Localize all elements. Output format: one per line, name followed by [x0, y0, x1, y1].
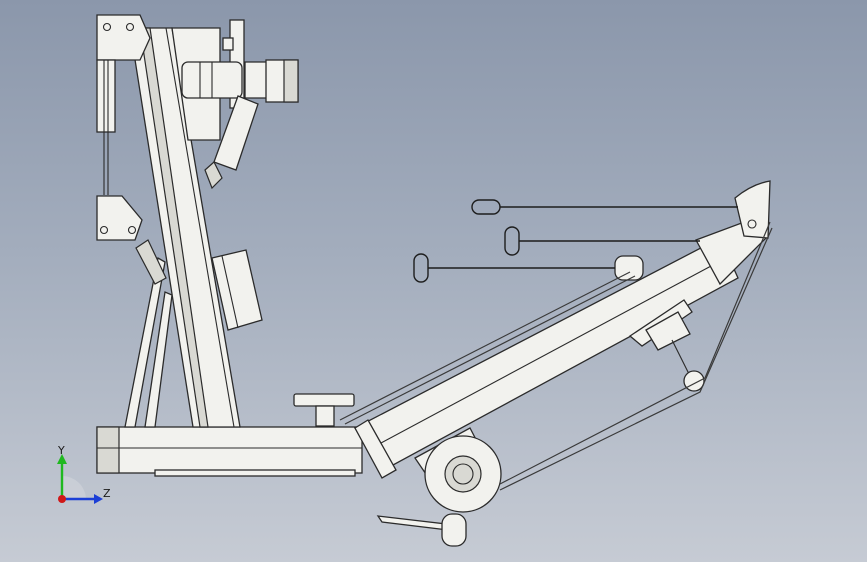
column-motor-block[interactable]	[211, 249, 263, 331]
base-rail[interactable]	[96, 426, 363, 477]
triad-z-label: Z	[103, 487, 111, 500]
top-bracket[interactable]	[96, 14, 151, 195]
inclined-boom[interactable]	[354, 217, 769, 479]
base-handwheel[interactable]	[293, 393, 355, 427]
triad-y-label: Y	[57, 444, 65, 457]
middle-bracket[interactable]	[96, 195, 143, 241]
pulley-assembly[interactable]	[376, 427, 502, 547]
rear-struts[interactable]	[124, 239, 173, 428]
motor-assembly[interactable]	[181, 19, 299, 190]
cables	[339, 221, 773, 491]
boom-tip[interactable]	[734, 180, 771, 239]
main-column[interactable]	[129, 27, 241, 428]
annotation-leader-3[interactable]	[413, 253, 615, 283]
coordinate-triad-icon: Y Z	[57, 444, 111, 504]
annotation-leader-1[interactable]	[471, 199, 738, 215]
tension-arm[interactable]	[614, 255, 705, 392]
annotation-leader-2[interactable]	[504, 226, 700, 256]
